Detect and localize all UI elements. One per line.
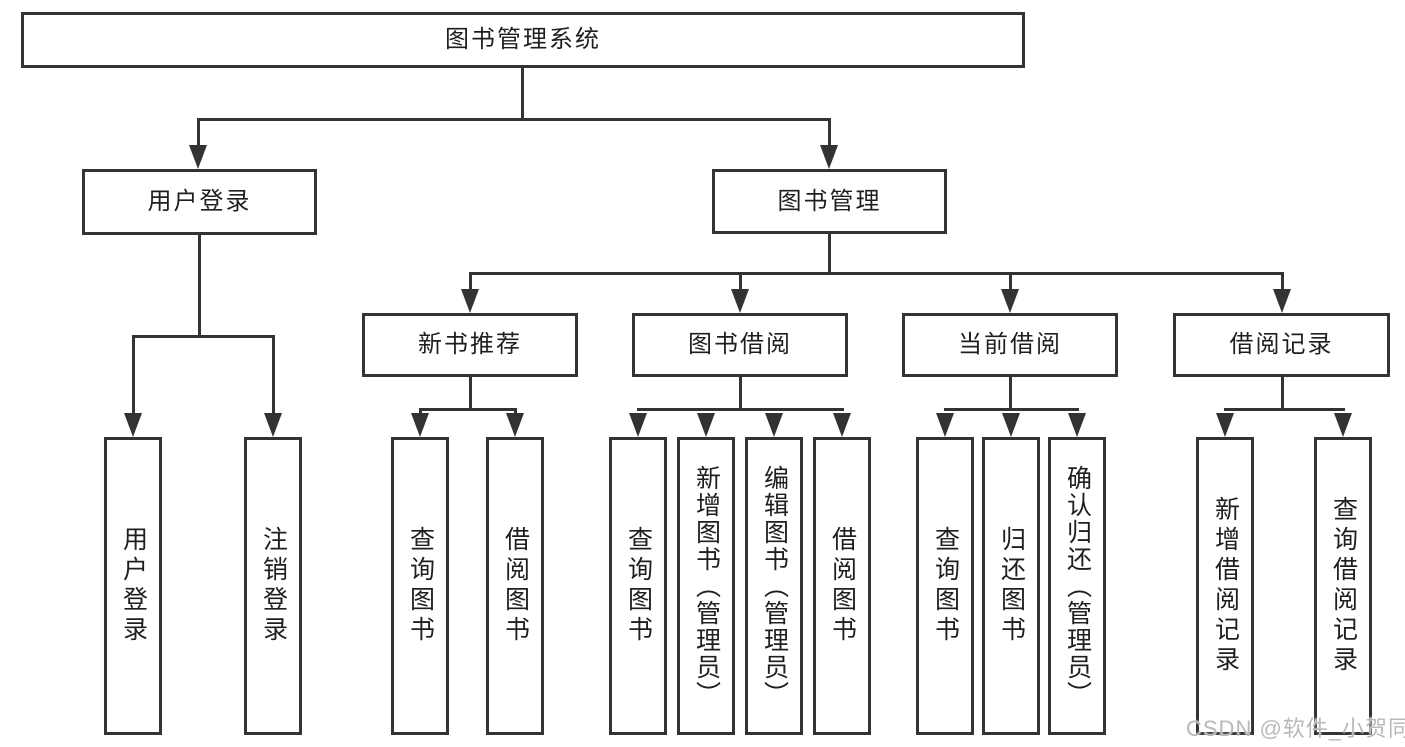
connector-line xyxy=(1009,272,1012,290)
leaf-borrowing-edit-books-admin: 编辑图书（管理员） xyxy=(745,437,803,735)
arrowhead-down xyxy=(264,413,282,437)
connector-line xyxy=(197,118,200,146)
connector-line xyxy=(469,377,472,408)
node-book-management: 图书管理 xyxy=(712,169,947,234)
leaf-newbook-borrow-books: 借阅图书 xyxy=(486,437,544,735)
node-book-management-label: 图书管理 xyxy=(777,187,882,215)
leaf-logout-label: 注销登录 xyxy=(259,526,288,646)
connector-line xyxy=(132,335,275,338)
arrowhead-down xyxy=(1001,289,1019,313)
connector-line xyxy=(739,377,742,408)
connector-line xyxy=(198,235,201,335)
leaf-records-query-record: 查询借阅记录 xyxy=(1314,437,1372,735)
leaf-user-login: 用户登录 xyxy=(104,437,162,735)
node-book-borrowing-label: 图书借阅 xyxy=(688,331,792,358)
leaf-borrowing-add-books-admin: 新增图书（管理员） xyxy=(677,437,735,735)
arrowhead-down xyxy=(189,145,207,169)
node-borrow-records-label: 借阅记录 xyxy=(1229,331,1334,358)
arrowhead-down xyxy=(124,413,142,437)
leaf-current-confirm-return-admin: 确认归还（管理员） xyxy=(1048,437,1106,735)
connector-line xyxy=(197,118,831,121)
arrowhead-down xyxy=(731,289,749,313)
arrowhead-down xyxy=(1068,413,1086,437)
node-user-login: 用户登录 xyxy=(82,169,317,235)
leaf-records-add-record: 新增借阅记录 xyxy=(1196,437,1254,735)
node-book-borrowing: 图书借阅 xyxy=(632,313,848,377)
arrowhead-down xyxy=(506,413,524,437)
connector-line xyxy=(419,408,517,411)
arrowhead-down xyxy=(1002,413,1020,437)
node-borrow-records: 借阅记录 xyxy=(1173,313,1390,377)
node-new-book-recommend-label: 新书推荐 xyxy=(418,331,522,358)
node-root: 图书管理系统 xyxy=(21,12,1025,68)
arrowhead-down xyxy=(833,413,851,437)
connector-line xyxy=(1281,377,1284,408)
leaf-borrowing-add-books-admin-label: 新增图书（管理员） xyxy=(692,464,721,708)
connector-line xyxy=(1009,377,1012,408)
arrowhead-down xyxy=(697,413,715,437)
connector-line xyxy=(469,272,1284,275)
leaf-borrowing-borrow-books: 借阅图书 xyxy=(813,437,871,735)
node-current-borrowing-label: 当前借阅 xyxy=(958,331,1062,358)
arrowhead-down xyxy=(1273,289,1291,313)
leaf-records-query-record-label: 查询借阅记录 xyxy=(1329,496,1358,676)
node-root-label: 图书管理系统 xyxy=(445,26,601,53)
leaf-current-confirm-return-admin-label: 确认归还（管理员） xyxy=(1063,464,1092,708)
leaf-borrowing-borrow-books-label: 借阅图书 xyxy=(828,526,857,646)
arrowhead-down xyxy=(1216,413,1234,437)
csdn-watermark: CSDN @软件_小贺同学 xyxy=(1186,716,1405,741)
connector-line xyxy=(1224,408,1345,411)
arrowhead-down xyxy=(765,413,783,437)
leaf-current-query-books: 查询图书 xyxy=(916,437,974,735)
arrowhead-down xyxy=(629,413,647,437)
connector-line xyxy=(828,118,831,146)
connector-line xyxy=(1281,272,1284,290)
connector-line xyxy=(469,272,472,290)
node-new-book-recommend: 新书推荐 xyxy=(362,313,578,377)
leaf-records-add-record-label: 新增借阅记录 xyxy=(1211,496,1240,676)
connector-line xyxy=(637,408,844,411)
connector-line xyxy=(272,335,275,417)
connector-line xyxy=(828,234,831,272)
leaf-newbook-query-books-label: 查询图书 xyxy=(406,526,435,646)
connector-line xyxy=(521,68,524,118)
leaf-newbook-borrow-books-label: 借阅图书 xyxy=(501,526,530,646)
connector-line xyxy=(132,335,135,417)
arrowhead-down xyxy=(1334,413,1352,437)
leaf-current-return-books: 归还图书 xyxy=(982,437,1040,735)
node-current-borrowing: 当前借阅 xyxy=(902,313,1118,377)
arrowhead-down xyxy=(820,145,838,169)
leaf-current-query-books-label: 查询图书 xyxy=(931,526,960,646)
leaf-current-return-books-label: 归还图书 xyxy=(997,526,1026,646)
connector-line xyxy=(739,272,742,290)
node-user-login-label: 用户登录 xyxy=(147,188,252,215)
leaf-borrowing-query-books: 查询图书 xyxy=(609,437,667,735)
arrowhead-down xyxy=(936,413,954,437)
leaf-borrowing-query-books-label: 查询图书 xyxy=(624,526,653,646)
leaf-logout: 注销登录 xyxy=(244,437,302,735)
arrowhead-down xyxy=(411,413,429,437)
leaf-user-login-label: 用户登录 xyxy=(119,526,148,646)
arrowhead-down xyxy=(461,289,479,313)
connector-line xyxy=(944,408,1079,411)
leaf-borrowing-edit-books-admin-label: 编辑图书（管理员） xyxy=(760,464,789,708)
leaf-newbook-query-books: 查询图书 xyxy=(391,437,449,735)
